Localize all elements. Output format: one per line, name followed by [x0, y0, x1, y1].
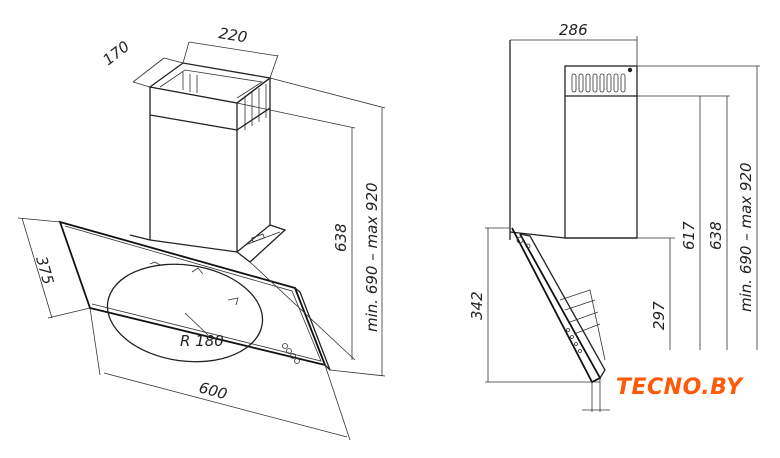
chimney — [129, 62, 287, 263]
side-dim-617: 617 — [680, 221, 698, 250]
dim-glass-width: 600 — [197, 378, 229, 403]
perspective-view: 220 170 638 min. 690 – max 920 375 600 R… — [17, 24, 386, 441]
side-dim-638: 638 — [707, 221, 725, 250]
side-dim-hood-height: 342 — [468, 291, 486, 320]
side-dim-297: 297 — [650, 301, 668, 330]
control-buttons — [282, 343, 300, 364]
perspective-dimension-lines — [17, 41, 386, 441]
glass-circle — [106, 263, 264, 363]
dim-total-height: min. 690 – max 920 — [363, 182, 381, 332]
brand-logo-text: TECNO.BY — [616, 375, 744, 400]
dim-chimney-height: 638 — [332, 223, 350, 252]
side-hood — [509, 227, 637, 384]
dim-glass-height: 375 — [32, 254, 57, 286]
side-dim-depth: 286 — [559, 21, 588, 39]
dim-radius: R 180 — [180, 332, 224, 350]
side-dimension-lines — [485, 36, 760, 412]
side-chimney — [564, 65, 638, 239]
dim-width-top: 220 — [217, 24, 248, 46]
side-dim-total-height: min. 690 – max 920 — [737, 162, 755, 312]
brand-logo: TECNO.BY — [616, 375, 744, 400]
dim-depth-top: 170 — [99, 37, 133, 69]
side-view: 286 342 617 638 297 min. 690 – max 920 — [468, 21, 760, 412]
